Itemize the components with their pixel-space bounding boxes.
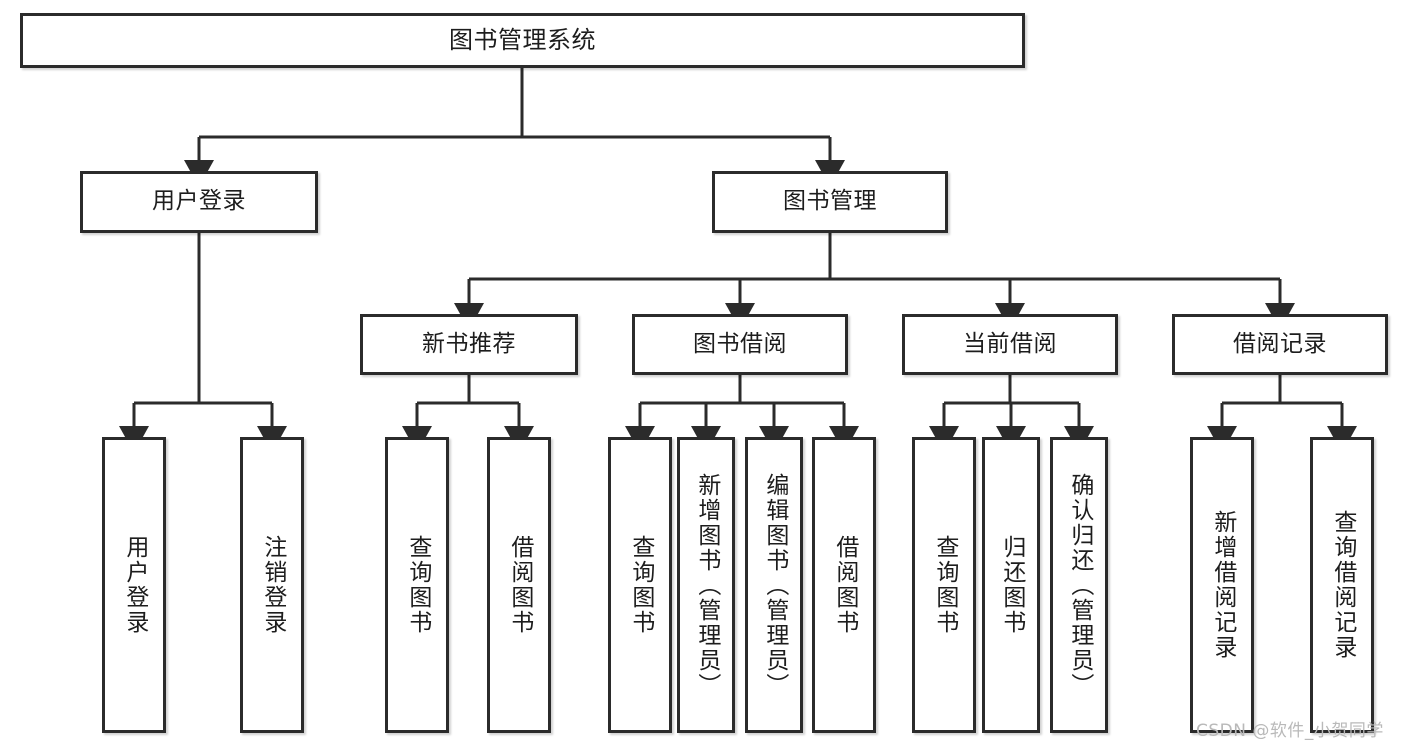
csdn-watermark: CSDN @软件_小贺同学 xyxy=(1196,721,1384,741)
node-book-management-label: 图书管理 xyxy=(783,188,877,215)
node-book-borrow[interactable]: 图书借阅 xyxy=(632,314,848,375)
node-new-book-recommend[interactable]: 新书推荐 xyxy=(360,314,578,375)
node-root[interactable]: 图书管理系统 xyxy=(20,13,1025,68)
leaf-label: 归还图书 xyxy=(998,535,1025,635)
leaf-query-book-recommend[interactable]: 查询图书 xyxy=(385,437,449,733)
node-borrow-records-label: 借阅记录 xyxy=(1233,330,1327,357)
leaf-borrow-book-recommend[interactable]: 借阅图书 xyxy=(487,437,551,733)
node-book-borrow-label: 图书借阅 xyxy=(693,330,787,357)
leaf-add-book-admin[interactable]: 新增图书（管理员） xyxy=(677,437,735,733)
node-user-login-label: 用户登录 xyxy=(152,188,246,215)
leaf-user-login[interactable]: 用户登录 xyxy=(102,437,166,733)
leaf-label: 查询图书 xyxy=(404,535,431,635)
leaf-label: 注销登录 xyxy=(259,535,286,635)
leaf-query-borrow-record[interactable]: 查询借阅记录 xyxy=(1310,437,1374,733)
leaf-label: 新增图书（管理员） xyxy=(693,472,720,698)
leaf-confirm-return-admin[interactable]: 确认归还（管理员） xyxy=(1050,437,1108,733)
leaf-label: 查询图书 xyxy=(627,535,654,635)
leaf-add-borrow-record[interactable]: 新增借阅记录 xyxy=(1190,437,1254,733)
node-root-label: 图书管理系统 xyxy=(449,26,596,55)
node-current-borrow-label: 当前借阅 xyxy=(963,330,1057,357)
leaf-query-book-current[interactable]: 查询图书 xyxy=(912,437,976,733)
leaf-label: 新增借阅记录 xyxy=(1209,510,1236,660)
node-borrow-records[interactable]: 借阅记录 xyxy=(1172,314,1388,375)
leaf-label: 借阅图书 xyxy=(831,535,858,635)
leaf-edit-book-admin[interactable]: 编辑图书（管理员） xyxy=(745,437,803,733)
leaf-label: 确认归还（管理员） xyxy=(1066,472,1093,698)
leaf-label: 借阅图书 xyxy=(506,535,533,635)
leaf-borrow-book[interactable]: 借阅图书 xyxy=(812,437,876,733)
leaf-return-book[interactable]: 归还图书 xyxy=(982,437,1040,733)
node-book-management[interactable]: 图书管理 xyxy=(712,171,948,233)
leaf-label: 查询图书 xyxy=(931,535,958,635)
leaf-label: 编辑图书（管理员） xyxy=(761,472,788,698)
node-new-book-recommend-label: 新书推荐 xyxy=(422,330,516,357)
leaf-logout[interactable]: 注销登录 xyxy=(240,437,304,733)
node-current-borrow[interactable]: 当前借阅 xyxy=(902,314,1118,375)
node-user-login[interactable]: 用户登录 xyxy=(80,171,318,233)
leaf-label: 查询借阅记录 xyxy=(1329,510,1356,660)
leaf-label: 用户登录 xyxy=(121,535,148,635)
leaf-query-book-borrow[interactable]: 查询图书 xyxy=(608,437,672,733)
